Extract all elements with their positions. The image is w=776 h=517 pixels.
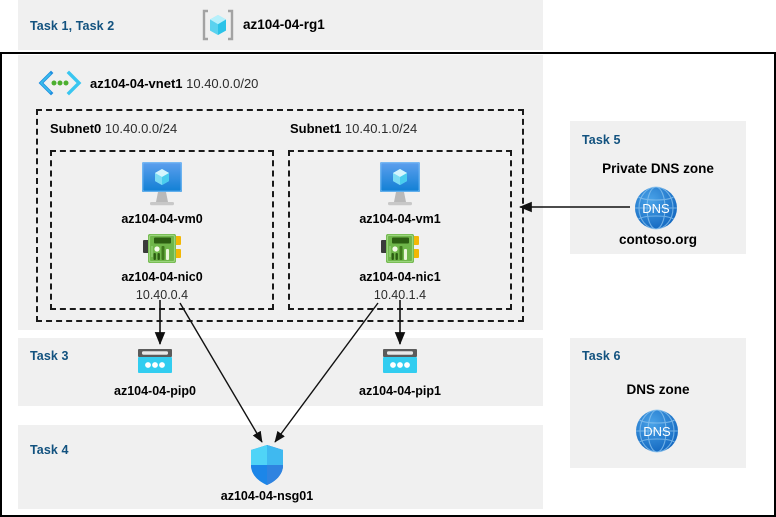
- vnet-container: [0, 52, 776, 517]
- dns-icon-text: DNS: [643, 424, 671, 439]
- dns-zone-icon: DNS: [634, 408, 680, 454]
- dns-zone-icon: DNS: [633, 185, 679, 231]
- private-dns-title: Private DNS zone: [602, 161, 714, 176]
- task-label-4: Task 4: [30, 443, 69, 457]
- virtual-network-icon: [37, 70, 83, 96]
- subnet0-header: Subnet0 10.40.0.0/24: [50, 121, 177, 136]
- subnet0-name: Subnet0: [50, 121, 102, 136]
- pip0-label: az104-04-pip0: [114, 384, 196, 398]
- public-dns-title: DNS zone: [626, 382, 690, 397]
- dns-icon-text: DNS: [642, 201, 670, 216]
- task-label-1-2: Task 1, Task 2: [30, 19, 115, 33]
- public-ip-address-icon: [380, 347, 420, 377]
- nic1-label: az104-04-nic1: [359, 270, 441, 284]
- resource-group-name: az104-04-rg1: [243, 17, 325, 32]
- subnet0-cidr: 10.40.0.0/24: [104, 121, 178, 136]
- subnet1-cidr: 10.40.1.0/24: [344, 121, 418, 136]
- private-dns-name: contoso.org: [619, 232, 697, 247]
- subnet1-header: Subnet1 10.40.1.0/24: [290, 121, 417, 136]
- nic0-label: az104-04-nic0: [121, 270, 203, 284]
- network-security-group-icon: [247, 443, 287, 487]
- task-label-3: Task 3: [30, 349, 69, 363]
- resource-group-icon: [201, 8, 235, 42]
- vnet-header: az104-04-vnet1 10.40.0.0/20: [90, 76, 258, 91]
- subnet0-box: [50, 150, 274, 310]
- vnet-cidr: 10.40.0.0/20: [186, 76, 259, 91]
- network-interface-icon: [380, 232, 420, 266]
- nsg-label: az104-04-nsg01: [220, 489, 314, 503]
- vm0-label: az104-04-vm0: [121, 212, 203, 226]
- subnet1-name: Subnet1: [290, 121, 342, 136]
- virtual-machine-icon: [136, 159, 188, 207]
- vm1-label: az104-04-vm1: [359, 212, 441, 226]
- pip1-label: az104-04-pip1: [359, 384, 441, 398]
- vnet-name: az104-04-vnet1: [90, 76, 183, 91]
- vnet-panel: [18, 55, 543, 330]
- resource-group-panel: [18, 0, 543, 50]
- nic0-ip: 10.40.0.4: [135, 288, 189, 302]
- virtual-machine-icon: [374, 159, 426, 207]
- public-ip-address-icon: [135, 347, 175, 377]
- task-label-5: Task 5: [582, 133, 621, 147]
- nic1-ip: 10.40.1.4: [373, 288, 427, 302]
- task-label-6: Task 6: [582, 349, 621, 363]
- network-interface-icon: [142, 232, 182, 266]
